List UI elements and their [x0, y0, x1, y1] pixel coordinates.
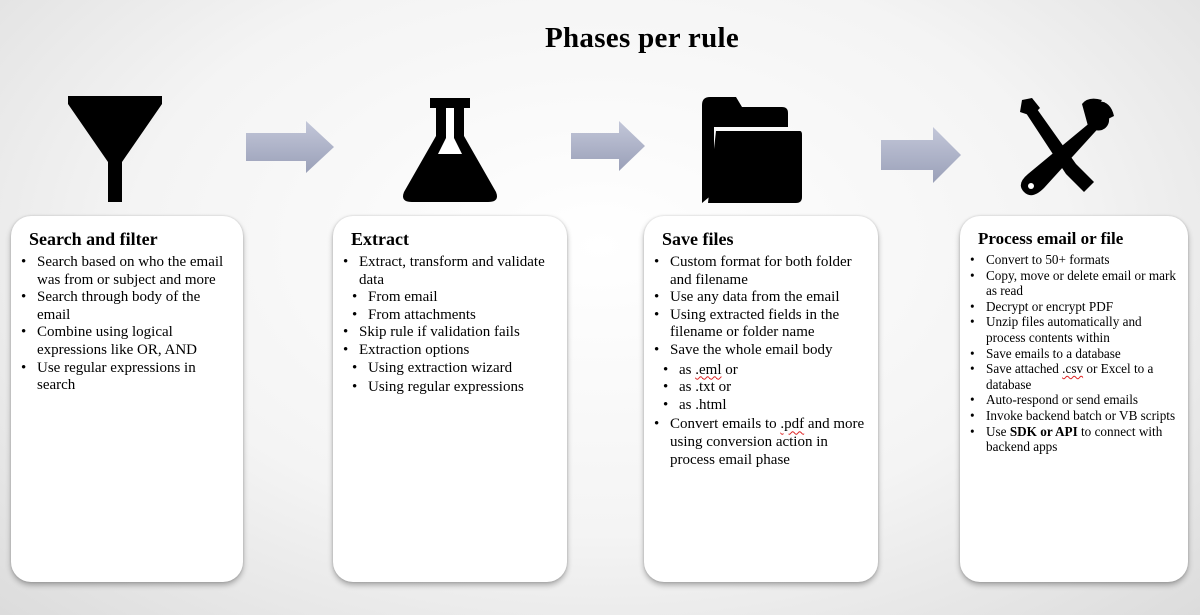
item-text-flagged: .csv	[1062, 361, 1084, 377]
flask-icon	[403, 98, 497, 202]
phase-heading: Extract	[351, 229, 409, 249]
list-item: Convert to 50+ formats	[970, 252, 1182, 268]
list-item: Extract, transform and validate data	[343, 254, 561, 289]
item-text: Save attached	[986, 361, 1063, 377]
arrow-right-icon	[246, 121, 334, 173]
page-title: Phases per rule	[544, 22, 740, 54]
phase-heading: Search and filter	[29, 229, 158, 249]
phase-heading: Save files	[662, 229, 734, 249]
item-text: Convert emails to	[670, 416, 781, 433]
item-text: and more using conversion action in proc…	[670, 416, 865, 468]
item-text: as	[679, 361, 696, 378]
phase-card-save-files: Save files Custom format for both folder…	[644, 216, 878, 582]
item-text: to connect with backend apps	[986, 423, 1163, 455]
list-item: Using regular expressions	[352, 379, 561, 397]
phase-card-extract: Extract Extract, transform and validate …	[333, 216, 567, 582]
funnel-icon	[68, 96, 162, 202]
list-item: Unzip files automatically and process co…	[970, 314, 1182, 345]
item-text-flagged: .eml	[695, 361, 722, 378]
phase-item-list: Custom format for both folder and filena…	[654, 254, 872, 469]
list-item: Invoke backend batch or VB scripts	[970, 408, 1182, 424]
list-item: Use SDK or API to connect with backend a…	[970, 423, 1182, 455]
phase-item-list: Search based on who the email was from o…	[21, 254, 237, 395]
list-item: Save emails to a database	[970, 346, 1182, 362]
list-item: Use any data from the email	[654, 289, 872, 307]
list-item: From email	[352, 289, 561, 307]
item-text: or	[721, 361, 738, 378]
list-item: Use regular expressions in search	[21, 360, 237, 395]
list-item: Using extraction wizard	[352, 360, 561, 378]
phase-item-list: Convert to 50+ formats Copy, move or del…	[970, 252, 1182, 455]
item-text-bold: SDK or API	[1009, 423, 1078, 439]
list-item: Custom format for both folder and filena…	[654, 254, 872, 289]
item-text-flagged: .pdf	[780, 416, 805, 433]
list-item: Skip rule if validation fails	[343, 324, 561, 342]
arrow-right-icon	[571, 121, 645, 171]
list-item: Save the whole email body	[654, 342, 872, 360]
item-text: or Excel to a database	[986, 361, 1154, 392]
phase-card-process-email-or-file: Process email or file Convert to 50+ for…	[960, 216, 1188, 582]
arrow-right-icon	[881, 127, 961, 183]
phase-item-list: Extract, transform and validate data Fro…	[343, 254, 561, 397]
phase-card-search-and-filter: Search and filter Search based on who th…	[11, 216, 243, 582]
list-item: Extraction options	[343, 342, 561, 360]
list-item: Save attached .csv or Excel to a databas…	[970, 361, 1182, 392]
list-item: Search through body of the email	[21, 289, 237, 324]
list-item: as .eml or	[663, 361, 872, 380]
list-item: Search based on who the email was from o…	[21, 254, 237, 289]
list-item: Auto-respond or send emails	[970, 392, 1182, 408]
list-item: as .html	[663, 397, 872, 415]
phase-heading: Process email or file	[978, 229, 1124, 248]
tools-icon	[1020, 98, 1114, 196]
list-item: Using extracted fields in the filename o…	[654, 307, 872, 342]
list-item: From attachments	[352, 307, 561, 325]
list-item: Decrypt or encrypt PDF	[970, 299, 1182, 315]
folder-icon	[702, 97, 802, 203]
list-item: Convert emails to .pdf and more using co…	[654, 416, 872, 469]
list-item: Combine using logical expressions like O…	[21, 324, 237, 359]
item-text: Use	[986, 423, 1010, 439]
list-item: Copy, move or delete email or mark as re…	[970, 268, 1182, 299]
list-item: as .txt or	[663, 379, 872, 397]
